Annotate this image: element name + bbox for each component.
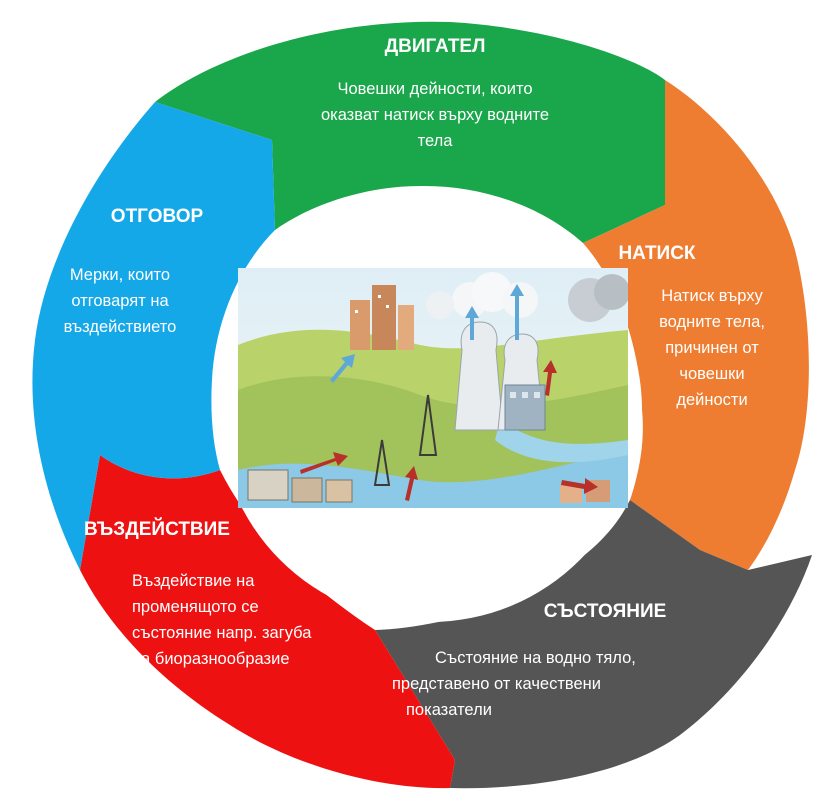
driver-line-3: тела [418, 132, 454, 150]
state-segment [375, 500, 812, 789]
pressure-line-1: Натиск върху [661, 287, 763, 305]
pressure-line-3: причинен от [665, 339, 759, 357]
driver-line-2: оказват натиск върху водните [321, 106, 549, 124]
impact-segment [80, 455, 455, 789]
state-line-2: представено от качествени [392, 675, 601, 693]
state-label-group: СЪСТОЯНИЕ Състояние на водно тяло, предс… [392, 601, 666, 719]
state-title: СЪСТОЯНИЕ [544, 601, 667, 622]
pressure-line-5: дейности [676, 391, 747, 409]
impact-label-group: ВЪЗДЕЙСТВИЕ Въздействие на променящото с… [84, 518, 312, 668]
response-line-2: отговарят на [71, 292, 169, 310]
pressure-line-2: водните тела, [659, 313, 765, 331]
impact-line-2: променящото се [132, 598, 259, 616]
pressure-title: НАТИСК [618, 243, 695, 264]
driver-label-group: ДВИГАТЕЛ Човешки дейности, които оказват… [321, 36, 549, 150]
response-label-group: ОТГОВОР Мерки, които отговарят на въздей… [64, 206, 204, 336]
pressure-label-group: НАТИСК Натиск върху водните тела, причин… [618, 243, 764, 409]
state-line-1: Състояние на водно тяло, [435, 649, 636, 667]
industrial-landscape-illustration [238, 268, 628, 508]
impact-line-1: Въздействие на [132, 572, 255, 590]
impact-title: ВЪЗДЕЙСТВИЕ [84, 518, 230, 540]
response-line-3: въздействието [64, 318, 177, 336]
impact-line-3: състояние напр. загуба [132, 624, 312, 642]
state-line-3: показатели [406, 701, 492, 719]
driver-line-1: Човешки дейности, които [337, 80, 532, 98]
impact-line-4: на биоразнообразие [132, 650, 290, 668]
response-title: ОТГОВОР [111, 206, 204, 227]
response-segment [32, 102, 275, 570]
pressure-line-4: човешки [679, 365, 744, 383]
driver-segment [155, 21, 665, 244]
response-line-1: Мерки, които [70, 266, 170, 284]
driver-title: ДВИГАТЕЛ [385, 36, 486, 57]
pressure-segment [583, 80, 809, 570]
